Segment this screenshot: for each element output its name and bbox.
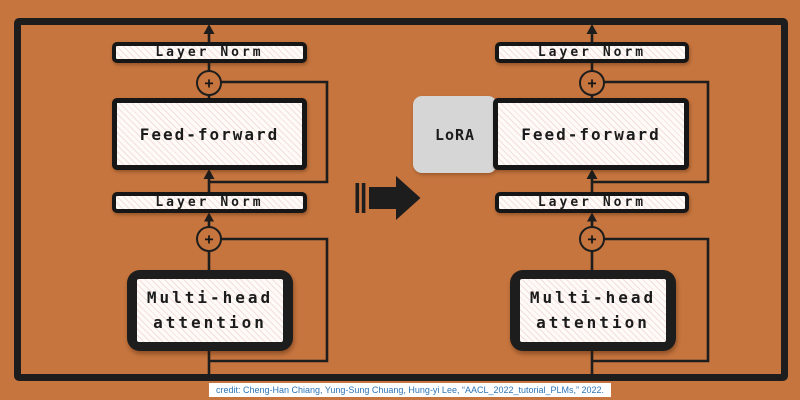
plus-icon: + — [587, 229, 597, 248]
diagram-frame — [14, 18, 788, 381]
layer-norm-top-label-left: Layer Norm — [155, 45, 264, 60]
lora-label: LoRA — [434, 125, 476, 144]
sum-node-top-left: + — [196, 70, 222, 96]
credit-label: credit: Cheng-Han Chiang, Yung-Sung Chua… — [208, 383, 612, 397]
sum-node-bottom-left: + — [196, 226, 222, 252]
feed-forward-box-left: Feed-forward — [112, 98, 307, 170]
attention-label-line2-right: attention — [536, 313, 650, 332]
layer-norm-bottom-label-left: Layer Norm — [155, 195, 264, 210]
transform-arrow-icon — [355, 176, 421, 220]
layer-norm-bottom-box-left: Layer Norm — [112, 192, 307, 213]
sum-node-top-right: + — [579, 70, 605, 96]
layer-norm-top-label-right: Layer Norm — [537, 45, 647, 60]
feed-forward-label-left: Feed-forward — [139, 124, 280, 144]
multi-head-attention-inner-left: Multi-head attention — [136, 278, 284, 343]
layer-norm-top-box-right: Layer Norm — [495, 42, 689, 63]
plus-icon: + — [587, 73, 597, 92]
layer-norm-top-box-left: Layer Norm — [112, 42, 307, 63]
feed-forward-box-right: Feed-forward — [493, 98, 689, 170]
attention-label-line1-right: Multi-head — [529, 288, 657, 307]
multi-head-attention-inner-right: Multi-head attention — [519, 278, 667, 343]
feed-forward-label-right: Feed-forward — [521, 124, 661, 144]
flow-arrowheads — [203, 24, 598, 222]
plus-icon: + — [204, 73, 214, 92]
sum-node-bottom-right: + — [579, 226, 605, 252]
plus-icon: + — [204, 229, 214, 248]
multi-head-attention-box-left: Multi-head attention — [127, 270, 293, 351]
lora-box: LoRA — [413, 96, 497, 173]
attention-label-line1-left: Multi-head — [146, 288, 274, 307]
layer-norm-bottom-label-right: Layer Norm — [537, 195, 647, 210]
layer-norm-bottom-box-right: Layer Norm — [495, 192, 689, 213]
attention-label-line2-left: attention — [153, 313, 267, 332]
multi-head-attention-box-right: Multi-head attention — [510, 270, 676, 351]
